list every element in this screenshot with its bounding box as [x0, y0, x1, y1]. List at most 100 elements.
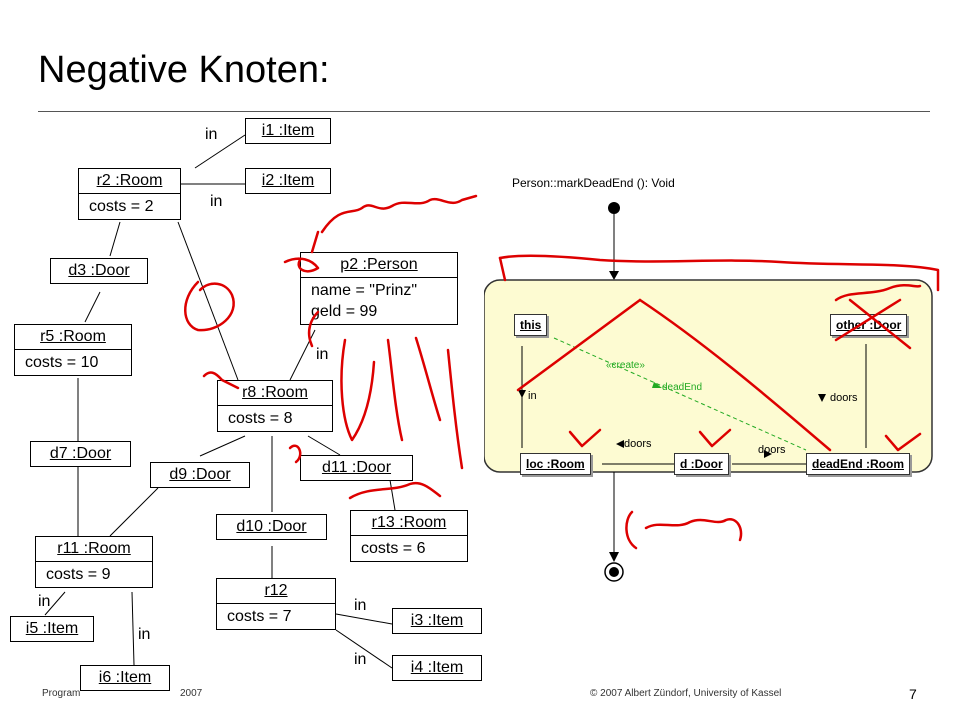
link-label-in: in	[38, 593, 51, 610]
link-r11-i6	[131, 591, 135, 666]
object-d9: d9 :Door	[150, 462, 250, 488]
story-object-loc: loc :Room	[520, 453, 591, 475]
link-label-in: in	[210, 193, 223, 210]
footer-copyright: © 2007 Albert Zündorf, University of Kas…	[590, 688, 782, 699]
object-name: r11 :Room	[57, 540, 131, 557]
footer-left: Program	[42, 688, 81, 699]
link-d9-r11	[109, 487, 159, 537]
check-loc	[568, 428, 602, 448]
story-diagram: Person::markDeadEnd (): Void this other …	[484, 176, 934, 596]
object-attribute: costs = 8	[218, 405, 332, 431]
object-name: i4 :Item	[410, 659, 464, 676]
story-object-d: d :Door	[674, 453, 729, 475]
page-title: Negative Knoten:	[38, 49, 330, 91]
link-r8-d9	[199, 435, 246, 457]
story-object-deadend: deadEnd :Room	[806, 453, 910, 475]
object-r11: r11 :Room costs = 9	[35, 536, 153, 588]
object-attribute: costs = 7	[217, 603, 335, 629]
object-name: r12	[264, 582, 288, 599]
object-attribute: name = "Prinz" geld = 99	[301, 277, 457, 324]
link-label-in: in	[354, 597, 367, 614]
object-name: d10 :Door	[236, 518, 307, 535]
link-d11-r13	[389, 479, 396, 511]
story-object-this: this	[514, 314, 548, 336]
object-attribute-name: name = "Prinz"	[311, 282, 418, 299]
object-name: i1 :Item	[261, 122, 315, 139]
object-i5: i5 :Item	[10, 616, 94, 642]
link-r2-i1	[194, 134, 246, 169]
scribble-deadend-vertical	[414, 336, 442, 422]
link-label-in: in	[205, 126, 218, 143]
object-name: r5 :Room	[40, 328, 106, 345]
object-i4: i4 :Item	[392, 655, 482, 681]
object-r13: r13 :Room costs = 6	[350, 510, 468, 562]
link-label-in: in	[138, 626, 151, 643]
link-r12-i4	[335, 629, 393, 669]
object-r5: r5 :Room costs = 10	[14, 324, 132, 376]
object-r2: r2 :Room costs = 2	[78, 168, 181, 220]
object-name: d7 :Door	[49, 445, 112, 462]
object-p2: p2 :Person name = "Prinz" geld = 99	[300, 252, 458, 325]
object-d10: d10 :Door	[216, 514, 327, 540]
story-link-doors: doors	[624, 438, 652, 450]
link-label-in: in	[316, 346, 329, 363]
object-attribute-geld: geld = 99	[311, 303, 378, 320]
link-r8-d11	[307, 435, 341, 456]
object-name: d9 :Door	[169, 466, 231, 483]
title-divider	[38, 111, 930, 112]
link-r2-r8	[177, 221, 239, 381]
object-attribute: costs = 9	[36, 561, 152, 587]
method-signature: Person::markDeadEnd (): Void	[512, 176, 675, 190]
story-link-create: «create»	[606, 360, 645, 371]
object-d11: d11 :Door	[300, 455, 413, 481]
story-link-in: in	[528, 390, 537, 402]
object-name: r2 :Room	[96, 172, 163, 189]
object-r12: r12 costs = 7	[216, 578, 336, 630]
story-link-doors: doors	[758, 444, 786, 456]
scribble-markdeadend	[320, 194, 478, 234]
scribble-loop	[184, 280, 235, 332]
object-d3: d3 :Door	[50, 258, 148, 284]
story-link-doors: doors	[830, 392, 858, 404]
object-d7: d7 :Door	[30, 441, 131, 467]
link-r12-i3	[335, 613, 393, 625]
object-i2: i2 :Item	[245, 168, 331, 194]
scribble-d	[288, 444, 302, 464]
link-label-in: in	[354, 651, 367, 668]
scribble-loc	[202, 371, 240, 390]
story-link-deadend: deadEnd	[662, 382, 703, 393]
object-attribute: costs = 2	[79, 193, 180, 219]
scribble-arrow-p2	[307, 310, 320, 348]
object-name: i5 :Item	[25, 620, 79, 637]
object-attribute: costs = 10	[15, 349, 131, 375]
object-name: p2 :Person	[340, 256, 418, 273]
object-name: i6 :Item	[98, 669, 152, 686]
object-name: r13 :Room	[371, 514, 447, 531]
object-name: i2 :Item	[261, 172, 315, 189]
scribble-bracket-bottom	[625, 510, 638, 550]
object-name: d3 :Door	[68, 262, 130, 279]
object-r8: r8 :Room costs = 8	[217, 380, 333, 432]
object-attribute: costs = 6	[351, 535, 467, 561]
start-node	[608, 202, 620, 214]
link-r11-i5	[44, 591, 66, 616]
scribble-this	[283, 257, 320, 273]
scribble-deadend-horizontal	[348, 481, 442, 500]
page-number: 7	[909, 686, 917, 702]
footer-year: 2007	[180, 688, 203, 699]
scribble-dead	[340, 338, 376, 442]
link-r2-d3	[109, 221, 121, 257]
check-deadend	[884, 432, 922, 452]
link-d3-r5	[84, 291, 101, 323]
object-name: r8 :Room	[242, 384, 308, 401]
object-i1: i1 :Item	[245, 118, 331, 144]
scribble-strike-other	[834, 284, 922, 302]
object-name: d11 :Door	[321, 459, 392, 476]
object-name: i3 :Item	[410, 612, 464, 629]
check-door	[698, 428, 732, 448]
object-i3: i3 :Item	[392, 608, 482, 634]
scribble-cross-link	[516, 298, 832, 452]
scribble-bracket-top	[498, 254, 940, 292]
